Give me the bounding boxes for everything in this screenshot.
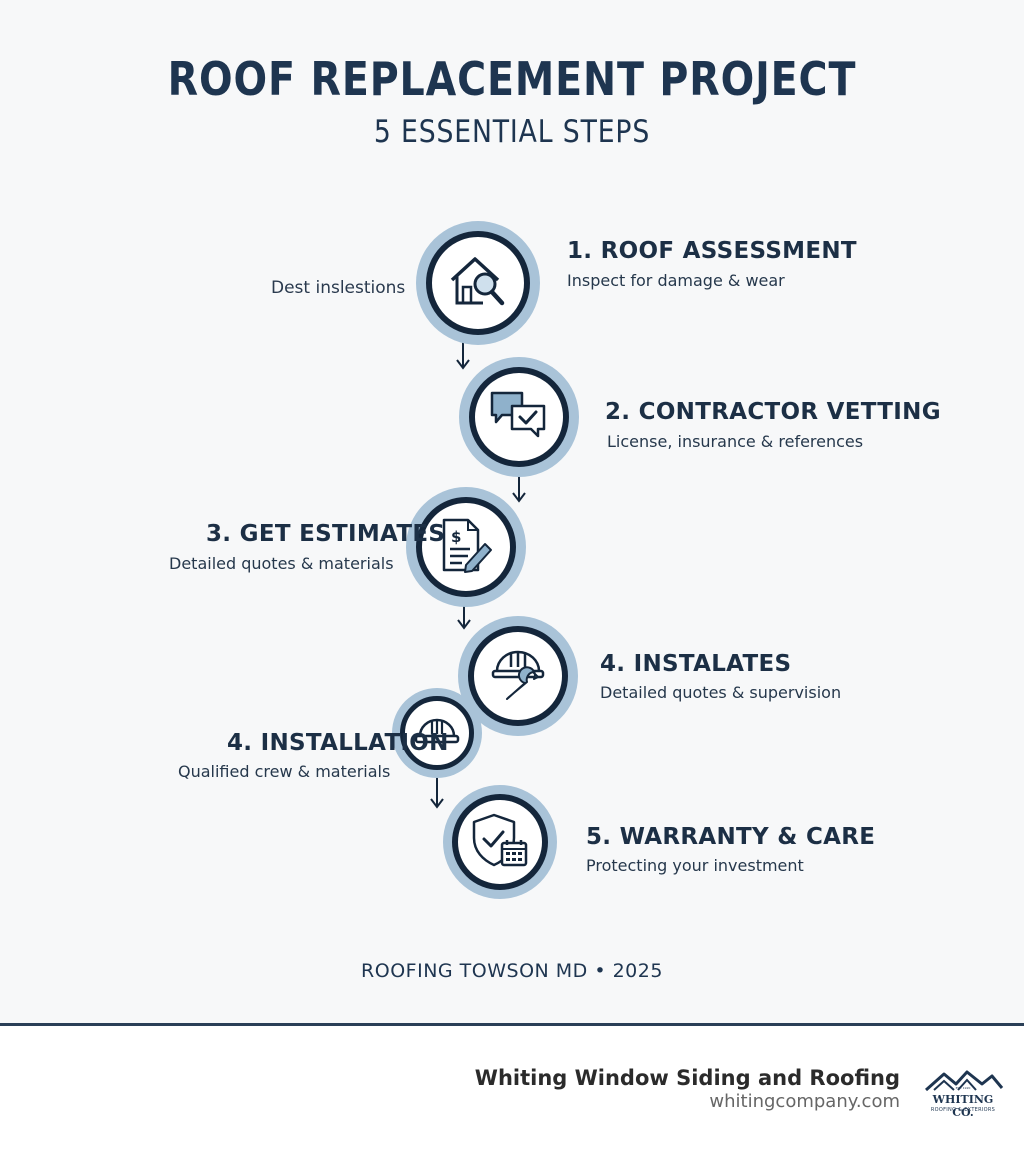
step-4b-badge (392, 688, 482, 778)
company-name: Whiting Window Siding and Roofing (474, 1066, 900, 1090)
hardhat-icon (414, 714, 460, 752)
company-website[interactable]: whitingcompany.com (709, 1091, 900, 1112)
step-3-badge: $ (406, 487, 526, 607)
step-4-badge (458, 616, 578, 736)
document-pencil-icon: $ (438, 516, 494, 578)
logo-est: EST. 1920 (956, 1086, 971, 1090)
step-4b-title: 4. INSTALLATION (227, 730, 449, 756)
step-4-desc: Detailed quotes & supervision (600, 683, 842, 702)
step-5-title: 5. WARRANTY & CARE (586, 824, 876, 850)
logo-name: WHITING CO. (932, 1093, 994, 1119)
page-subtitle: 5 ESSENTIAL STEPS (373, 114, 651, 150)
svg-text:$: $ (451, 528, 461, 546)
step-1-badge (416, 221, 540, 345)
step-4-title: 4. INSTALATES (600, 651, 792, 677)
footer-divider (0, 1023, 1024, 1026)
brand-bar (0, 1026, 1024, 1154)
logo-subtitle: ROOFING & EXTERIORS (930, 1107, 996, 1113)
company-logo: EST. 1920 (925, 1070, 1004, 1092)
footer-note: ROOFING TOWSON MD • 2025 (361, 960, 663, 982)
chat-bubbles-icon (488, 389, 550, 445)
step-5-desc: Protecting your investment (586, 856, 804, 875)
step-1-title: 1. ROOF ASSESSMENT (567, 238, 857, 264)
step-3-title: 3. GET ESTIMATES (206, 521, 446, 547)
step-3-desc: Detailed quotes & materials (169, 554, 394, 573)
side-note: Dest inslestions (271, 278, 406, 298)
shield-calendar-icon (470, 811, 530, 873)
step-2-badge (459, 357, 579, 477)
step-2-desc: License, insurance & references (607, 432, 864, 451)
step-5-badge (443, 785, 557, 899)
hardhat-wrench-icon (489, 645, 547, 707)
step-1-desc: Inspect for damage & wear (567, 271, 785, 290)
page-title: ROOF REPLACEMENT PROJECT (167, 52, 857, 106)
step-4b-desc: Qualified crew & materials (178, 762, 391, 781)
step-2-title: 2. CONTRACTOR VETTING (605, 399, 941, 425)
house-magnifier-icon (447, 253, 509, 313)
